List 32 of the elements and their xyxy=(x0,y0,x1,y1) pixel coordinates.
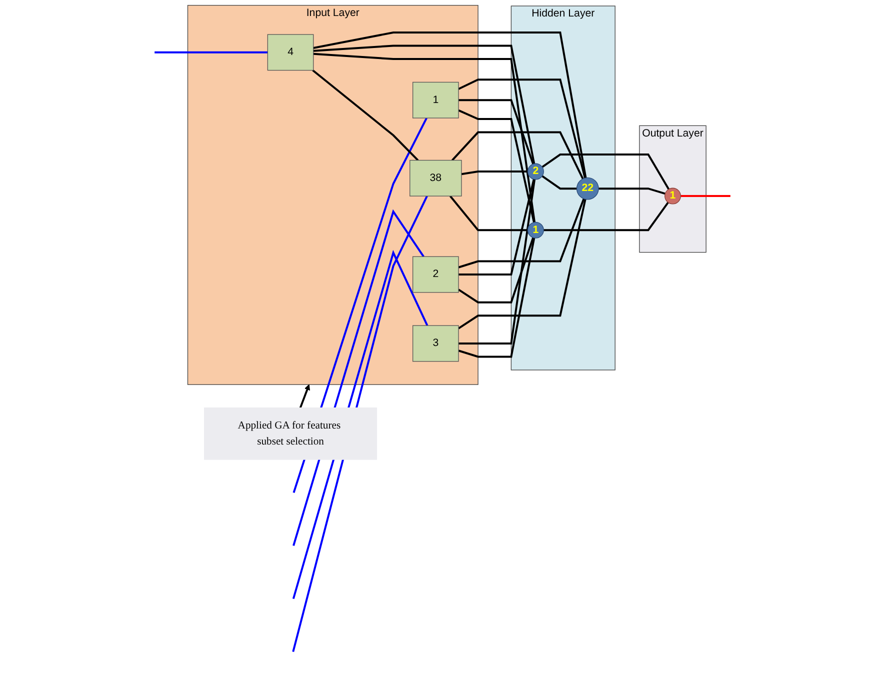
connector xyxy=(312,70,419,161)
connector xyxy=(458,198,585,268)
connector xyxy=(450,195,528,232)
node-box: 38 xyxy=(410,160,462,196)
connector xyxy=(154,51,268,54)
connector xyxy=(544,202,669,232)
node-circle: 1 xyxy=(664,188,682,204)
node-box: 2 xyxy=(412,256,459,293)
connector xyxy=(313,52,536,222)
connector xyxy=(458,237,534,304)
connector xyxy=(680,195,730,198)
node-circle: 1 xyxy=(527,222,544,238)
node-box: Applied GA for features subset selection xyxy=(204,407,378,460)
connector xyxy=(542,154,670,190)
node-circle: 2 xyxy=(527,163,544,180)
connector xyxy=(542,175,577,190)
connector xyxy=(458,238,536,358)
connector xyxy=(458,99,534,164)
connector xyxy=(313,44,536,164)
connector xyxy=(458,78,586,178)
connector xyxy=(458,199,586,330)
connector xyxy=(458,109,535,223)
connector xyxy=(313,32,587,178)
arrow xyxy=(299,384,310,408)
connector xyxy=(458,179,536,344)
connector xyxy=(461,170,528,176)
connector xyxy=(598,188,666,195)
connector xyxy=(458,179,535,276)
node-circle: 22 xyxy=(576,177,599,200)
node-box: 3 xyxy=(412,325,459,362)
node-box: 4 xyxy=(267,34,314,71)
node-box: 1 xyxy=(412,82,459,118)
